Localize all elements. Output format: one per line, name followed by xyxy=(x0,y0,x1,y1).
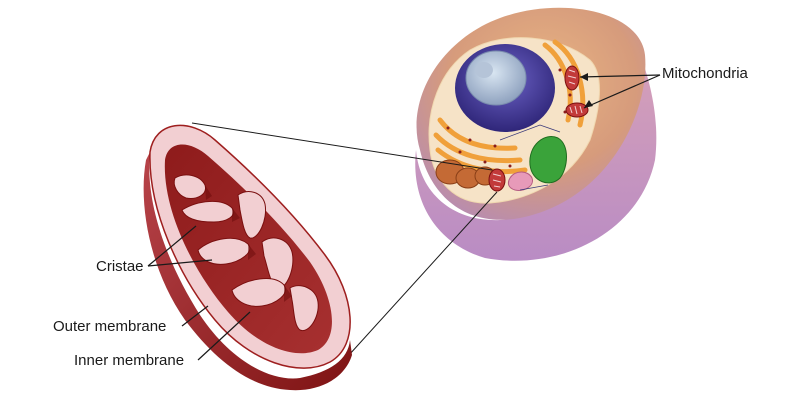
cristae-label: Cristae xyxy=(96,258,144,275)
cristae xyxy=(173,174,319,332)
inner-membrane-pointer xyxy=(197,311,251,361)
cell-mitochondrion xyxy=(488,168,506,192)
mitochondrion-cross-section xyxy=(143,124,352,391)
mitochondrion-side xyxy=(143,152,352,391)
outer-membrane-label: Outer membrane xyxy=(53,318,167,335)
mitochondria-pointer-2 xyxy=(583,74,661,109)
green-organelle xyxy=(529,136,567,184)
outer-membrane-pointer xyxy=(181,305,209,327)
label-arrowheads xyxy=(580,73,593,108)
cristae-pointer-2 xyxy=(147,259,213,267)
nucleolus xyxy=(465,50,527,106)
zoom-lines xyxy=(191,122,498,356)
nucleolus-core xyxy=(475,62,493,78)
crista-shading xyxy=(205,185,292,302)
cristae-pointer-1 xyxy=(147,225,197,267)
brown-organelle xyxy=(435,159,496,189)
cytoskeleton xyxy=(499,124,561,191)
cell-mitochondrion xyxy=(564,65,580,91)
mitochondria-pointer-1 xyxy=(579,74,661,78)
label-lines xyxy=(147,74,661,361)
pink-organelle xyxy=(507,171,533,191)
cell-mitochondrion xyxy=(565,102,589,118)
animal-cell xyxy=(415,7,657,261)
cell-side xyxy=(415,55,657,261)
inner-membrane-label: Inner membrane xyxy=(74,352,185,369)
mitochondria-label: Mitochondria xyxy=(662,65,748,82)
